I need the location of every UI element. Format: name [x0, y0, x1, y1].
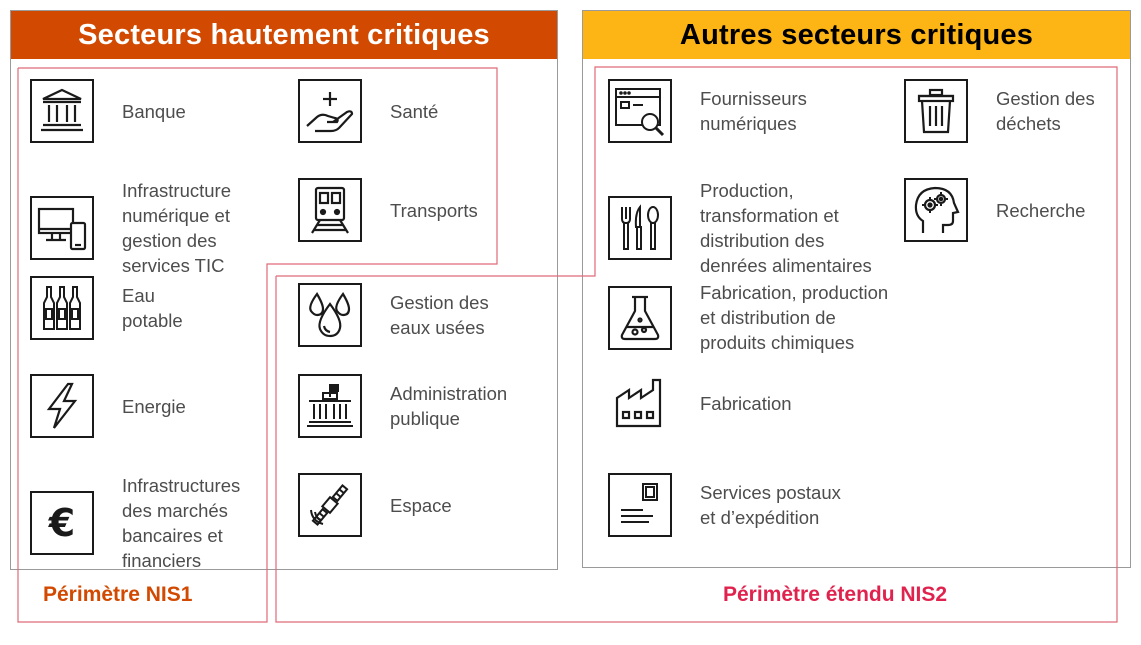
sector-label-transports: Transports — [390, 199, 478, 221]
sector-label-recherche: Recherche — [996, 199, 1086, 221]
sector-label-banque: Banque — [122, 100, 186, 122]
sector-energie: Energie — [30, 374, 186, 438]
sector-label-eaux-usees: Gestion des eaux usées — [390, 292, 489, 338]
government-building-icon — [298, 374, 362, 438]
browser-search-icon — [608, 79, 672, 143]
sector-marches: € Infrastructures des marchés bancaires … — [30, 473, 240, 573]
sector-infra-num: Infrastructure numérique et gestion des … — [30, 178, 231, 278]
sector-eau: Eau potable — [30, 276, 183, 340]
scope-label-nis1: Périmètre NIS1 — [43, 583, 193, 606]
water-drops-icon — [298, 283, 362, 347]
sector-espace: Espace — [298, 473, 452, 537]
sector-postaux: Services postaux et d’expédition — [608, 473, 841, 537]
computer-devices-icon — [30, 196, 94, 260]
sector-alimentaire: Production, transformation et distributi… — [608, 178, 872, 278]
sector-dechets: Gestion des déchets — [904, 79, 1095, 143]
factory-icon — [608, 371, 672, 435]
panel-title-other-critical: Autres secteurs critiques — [583, 11, 1130, 59]
svg-text:€: € — [48, 501, 75, 545]
trash-bin-icon — [904, 79, 968, 143]
train-icon — [298, 178, 362, 242]
bottles-icon — [30, 276, 94, 340]
sector-label-sante: Santé — [390, 100, 439, 122]
sector-fabrication: Fabrication — [608, 371, 792, 435]
lightning-icon — [30, 374, 94, 438]
cutlery-icon — [608, 196, 672, 260]
sector-label-alimentaire: Production, transformation et distributi… — [700, 180, 872, 276]
sector-fournisseurs: Fournisseurs numériques — [608, 79, 807, 143]
head-gears-icon — [904, 178, 968, 242]
panel-title-highly-critical: Secteurs hautement critiques — [11, 11, 557, 59]
sector-admin: Administration publique — [298, 374, 507, 438]
flask-icon — [608, 285, 672, 350]
sector-label-fournisseurs: Fournisseurs numériques — [700, 88, 807, 134]
sector-chimie: Fabrication, production et distribution … — [608, 280, 888, 355]
sector-label-dechets: Gestion des déchets — [996, 88, 1095, 134]
euro-icon: € — [30, 491, 94, 555]
satellite-icon — [298, 473, 362, 537]
scope-label-nis2: Périmètre étendu NIS2 — [723, 583, 948, 606]
sector-eaux-usees: Gestion des eaux usées — [298, 283, 489, 347]
sector-recherche: Recherche — [904, 178, 1085, 242]
sector-label-marches: Infrastructures des marchés bancaires et… — [122, 475, 241, 571]
sector-sante: Santé — [298, 79, 438, 143]
sector-label-eau: Eau potable — [122, 285, 183, 331]
panel-other-critical: Autres secteurs critiques — [582, 10, 1131, 568]
sector-label-fabrication: Fabrication — [700, 392, 792, 414]
sector-label-espace: Espace — [390, 494, 452, 516]
sector-banque: Banque — [30, 79, 186, 143]
sector-transports: Transports — [298, 178, 478, 242]
bank-building-icon — [30, 79, 94, 143]
sector-label-chimie: Fabrication, production et distribution … — [700, 282, 889, 353]
panel-highly-critical: Secteurs hautement critiques — [10, 10, 558, 570]
sector-label-admin: Administration publique — [390, 383, 508, 429]
hand-with-cross-icon — [298, 79, 362, 143]
postcard-icon — [608, 473, 672, 537]
sector-label-energie: Energie — [122, 395, 186, 417]
sector-label-infra-num: Infrastructure numérique et gestion des … — [122, 180, 231, 276]
sector-label-postaux: Services postaux et d’expédition — [700, 482, 841, 528]
